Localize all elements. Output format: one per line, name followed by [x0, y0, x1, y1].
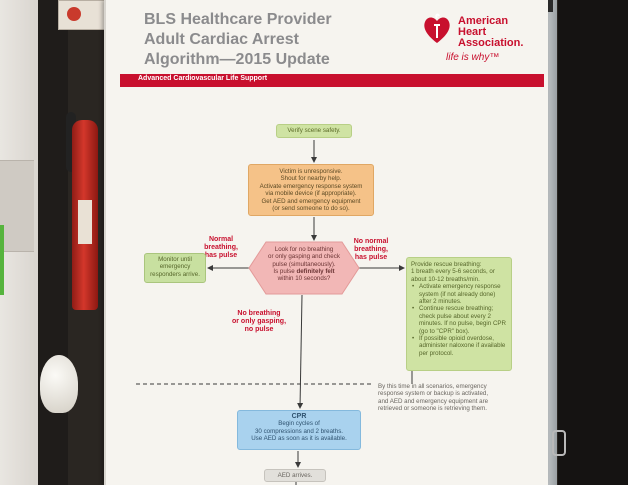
check-line: or only gasping and check: [268, 253, 340, 261]
rescue-breathing-box: Provide rescue breathing: 1 breath every…: [406, 257, 512, 371]
exit-sign: [58, 0, 106, 30]
victim-line: Activate emergency response system: [259, 182, 363, 190]
no-normal-line: No normal: [353, 238, 389, 245]
arrow-check-to-cpr: [297, 294, 304, 409]
logo-text: American Heart Association.: [458, 16, 523, 49]
extinguisher-label: [78, 200, 92, 244]
monitor-box: Monitor until emergency responders arriv…: [144, 253, 206, 283]
cpr-line: Use AED as soon as it is available.: [251, 435, 347, 443]
stand-knob: [543, 0, 553, 12]
logo-line-2: Heart: [458, 26, 487, 38]
victim-line: (or send someone to do so).: [272, 205, 350, 213]
cpr-title: CPR: [291, 413, 307, 420]
aha-logo: American Heart Association.: [422, 12, 542, 62]
check-is-pulse: Is pulse: [273, 267, 295, 275]
rescue-bullet: Activate emergency response system (if n…: [411, 283, 507, 305]
note-line: and AED and emergency equipment are: [378, 397, 489, 405]
banner: Advanced Cardiovascular Life Support: [120, 74, 544, 87]
binder-clip: [552, 430, 566, 456]
check-line: Look for no breathing: [274, 246, 334, 253]
title-line-1: BLS Healthcare Provider: [144, 11, 332, 28]
cpr-line: 30 compressions and 2 breaths.: [254, 427, 344, 435]
wall-lamp: [40, 355, 78, 413]
rescue-line: Provide rescue breathing:: [411, 261, 482, 268]
cpr-box: CPR Begin cycles of 30 compressions and …: [237, 410, 361, 450]
note-line: retrieved or someone is retrieving them.: [378, 405, 488, 413]
check-hexagon: [248, 241, 360, 295]
title-line-3: Algorithm—2015 Update: [144, 51, 330, 68]
check-line: within 10 seconds?: [277, 275, 331, 283]
no-normal-line: has pulse: [354, 254, 388, 261]
poster: BLS Healthcare Provider Adult Cardiac Ar…: [104, 0, 566, 485]
rescue-line: 1 breath every 5-6 seconds, or: [411, 268, 495, 276]
monitor-line: responders arrive.: [150, 270, 200, 278]
logo-line-1: American: [458, 15, 509, 27]
background-dark-right: [558, 0, 628, 485]
scene-safety-box: Verify scene safety.: [276, 124, 352, 138]
no-breathing-line: no pulse: [244, 326, 274, 333]
extinguisher-hose: [66, 112, 76, 172]
note-line: By this time in all scenarios, emergency: [378, 383, 487, 390]
monitor-line: emergency: [159, 263, 191, 271]
heart-torch-icon: [424, 13, 450, 43]
victim-box: Victim is unresponsive. Shout for nearby…: [248, 164, 374, 216]
scenario-note: By this time in all scenarios, emergency…: [378, 383, 514, 413]
check-line: pulse (simultaneously).: [272, 260, 336, 268]
normal-line: breathing,: [204, 244, 238, 251]
flow-lines: [136, 140, 413, 485]
normal-line: has pulse: [204, 252, 238, 259]
victim-line: Get AED and emergency equipment: [261, 197, 361, 205]
normal-breathing-label: Normal breathing, has pulse: [194, 236, 248, 260]
title-line-2: Adult Cardiac Arrest: [144, 31, 299, 48]
victim-line: Victim is unresponsive.: [279, 168, 343, 175]
no-normal-breathing-label: No normal breathing, has pulse: [342, 238, 400, 262]
check-line: Is pulse definitely felt: [256, 268, 352, 275]
victim-line: Shout for nearby help.: [280, 175, 342, 183]
wall-panel: [0, 160, 34, 252]
rescue-bullet: Continue rescue breathing; check pulse a…: [411, 305, 507, 335]
normal-line: Normal: [208, 236, 234, 243]
check-definitely: definitely felt: [296, 267, 335, 275]
tagline: life is why™: [446, 52, 500, 63]
poster-title: BLS Healthcare Provider Adult Cardiac Ar…: [144, 10, 404, 70]
banner-text: Advanced Cardiovascular Life Support: [138, 75, 268, 82]
scene-safety-text: Verify scene safety.: [287, 127, 341, 134]
note-line: response system or backup is activated,: [378, 390, 489, 398]
aed-box: AED arrives.: [264, 469, 326, 482]
cpr-line: Begin cycles of: [278, 420, 320, 428]
logo-line-3: Association.: [458, 37, 524, 49]
aed-text: AED arrives.: [277, 472, 313, 479]
green-strip: [0, 225, 4, 295]
no-breathing-line: or only gasping,: [231, 318, 287, 325]
no-breathing-line: No breathing: [237, 310, 281, 317]
check-text: Look for no breathing or only gasping an…: [256, 246, 352, 282]
rescue-bullet: If possible opioid overdose, administer …: [411, 335, 507, 357]
victim-line: via mobile device (if appropriate).: [265, 190, 357, 198]
no-breathing-label: No breathing or only gasping, no pulse: [222, 310, 296, 334]
no-normal-line: breathing,: [354, 246, 388, 253]
monitor-line: Monitor until: [158, 256, 192, 263]
rescue-line: about 10-12 breaths/min.: [411, 275, 480, 283]
